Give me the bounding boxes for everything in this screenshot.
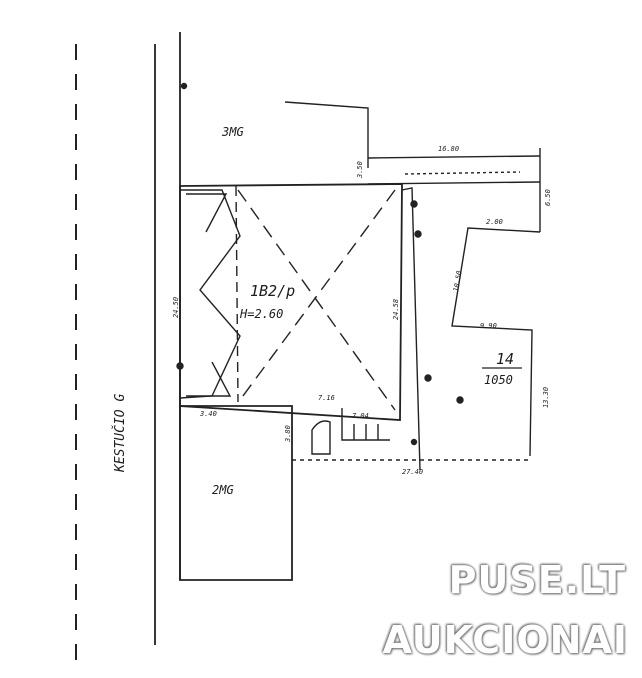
dim-24-58: 24.58 xyxy=(392,299,400,320)
outbuilding-3mg-outline xyxy=(284,101,369,168)
dim-3-50: 3.50 xyxy=(356,161,364,179)
dim-3-80: 3.80 xyxy=(284,425,292,443)
porch-outline xyxy=(341,408,390,441)
survey-point-3 xyxy=(410,200,418,208)
survey-point-5 xyxy=(424,374,432,382)
hatch-triangle-north xyxy=(186,193,228,233)
strip-dashed-line xyxy=(404,171,521,175)
dim-9-90: 9.90 xyxy=(480,322,497,330)
dim-7-16: 7.16 xyxy=(318,394,335,402)
roof-dashed-west xyxy=(235,185,239,403)
strip-top-line xyxy=(367,155,541,159)
survey-point-4 xyxy=(414,230,422,238)
survey-point-6 xyxy=(410,438,418,446)
label-plot-number: 14 xyxy=(496,350,514,368)
door-arc xyxy=(311,420,331,455)
watermark-line-1: PUSE.LT xyxy=(448,558,626,602)
label-3mg: 3MG xyxy=(221,125,244,139)
label-house-height: H=2.60 xyxy=(239,307,283,321)
dim-7-04: 7.04 xyxy=(352,412,369,420)
dim-16-80: 16.80 xyxy=(438,145,459,153)
dim-6-50: 6.50 xyxy=(544,189,552,206)
survey-point-2 xyxy=(176,362,184,370)
dim-13-30: 13.30 xyxy=(542,387,550,408)
watermark-line-2: AUKCIONAI xyxy=(382,618,628,662)
dim-10-50: 10.50 xyxy=(452,270,464,292)
dim-3-40: 3.40 xyxy=(199,410,217,418)
house-west-facade xyxy=(179,189,241,399)
plot-inner-line xyxy=(401,187,421,471)
house-outline xyxy=(179,183,403,421)
label-2mg: 2MG xyxy=(212,483,234,497)
outbuilding-2mg-outline xyxy=(179,405,293,581)
street-name: KESTUČIO G xyxy=(112,394,128,473)
roof-diagonal-1 xyxy=(237,189,396,411)
survey-point-1 xyxy=(180,82,188,90)
hatch-triangle-south xyxy=(186,361,232,397)
label-plot-area: 1050 xyxy=(484,373,513,387)
dim-2-00: 2.00 xyxy=(486,218,503,226)
label-house-code: 1B2/p xyxy=(250,282,295,300)
survey-point-7 xyxy=(456,396,464,404)
dim-24-50: 24.50 xyxy=(172,297,180,318)
plot-east-boundary xyxy=(451,227,541,457)
dim-27-40: 27.40 xyxy=(402,468,423,476)
